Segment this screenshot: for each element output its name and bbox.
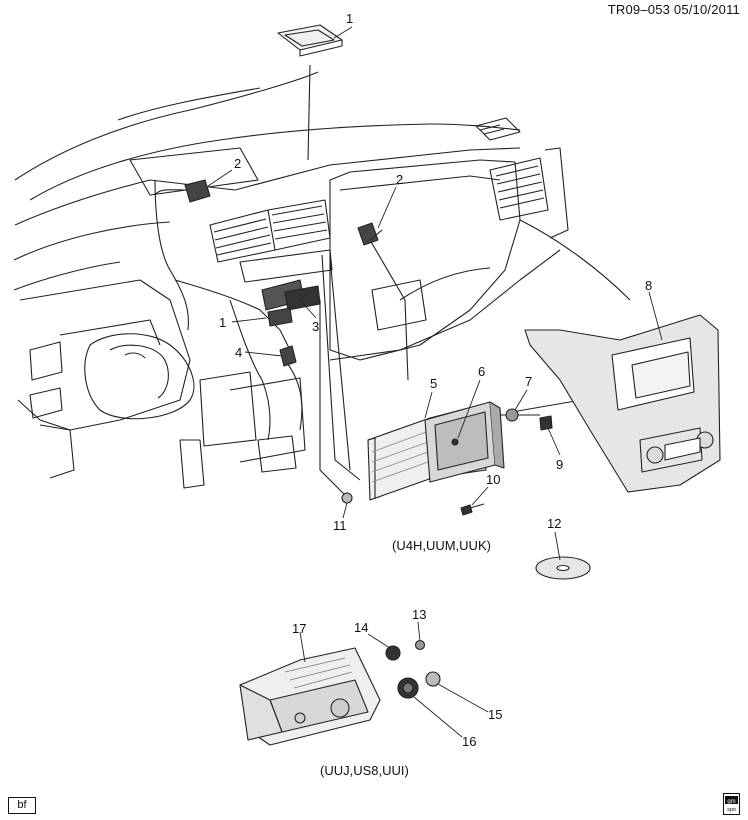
callout-17: 17 xyxy=(292,621,306,636)
callout-2-right: 2 xyxy=(396,172,403,187)
callout-2-left: 2 xyxy=(234,156,241,171)
callout-14: 14 xyxy=(354,620,368,635)
callout-10: 10 xyxy=(486,472,500,487)
callout-12: 12 xyxy=(547,516,561,531)
callout-8: 8 xyxy=(645,278,652,293)
part-8-bezel xyxy=(524,314,721,493)
part-1-bracket xyxy=(277,24,343,57)
part-7-knob xyxy=(505,408,519,422)
part-15-knob-cap xyxy=(425,671,441,687)
callout-16: 16 xyxy=(462,734,476,749)
callout-15: 15 xyxy=(488,707,502,722)
callouts: 1 2 2 1 3 4 5 6 7 8 9 10 11 12 13 14 15 … xyxy=(219,11,652,749)
diagram-reference: TR09–053 05/10/2011 xyxy=(607,2,740,17)
callout-1-top: 1 xyxy=(346,11,353,26)
part-10-screw xyxy=(460,503,485,516)
part-11-grommet xyxy=(341,492,353,504)
part-14-knob xyxy=(385,645,401,661)
callout-9: 9 xyxy=(556,457,563,472)
callout-7: 7 xyxy=(525,374,532,389)
callout-5: 5 xyxy=(430,376,437,391)
part-2-sensor-left xyxy=(154,179,211,203)
gm-spo-logo-icon: gm spo xyxy=(723,793,740,815)
callout-1-lower: 1 xyxy=(219,315,226,330)
bf-badge: bf xyxy=(8,797,36,814)
part-17-radio xyxy=(239,647,381,746)
caption-lower-options: (UUJ,US8,UUI) xyxy=(320,763,409,778)
part-6-display xyxy=(424,401,505,483)
callout-13: 13 xyxy=(412,607,426,622)
leader-lines xyxy=(207,26,663,738)
part-3-connectors xyxy=(261,279,321,327)
callout-3: 3 xyxy=(312,319,319,334)
dashboard-outline xyxy=(13,64,631,496)
callout-4: 4 xyxy=(235,345,242,360)
part-4-connector xyxy=(279,345,297,367)
svg-text:gm: gm xyxy=(727,799,735,805)
part-16-knob xyxy=(397,677,419,699)
svg-text:spo: spo xyxy=(727,807,736,813)
part-13-knob-cap xyxy=(414,639,426,651)
part-12-disc xyxy=(535,556,591,580)
callout-6: 6 xyxy=(478,364,485,379)
caption-upper-options: (U4H,UUM,UUK) xyxy=(392,538,491,553)
part-9-clip xyxy=(539,415,553,431)
part-2-sensor-right xyxy=(357,222,383,246)
callout-11: 11 xyxy=(333,518,347,533)
